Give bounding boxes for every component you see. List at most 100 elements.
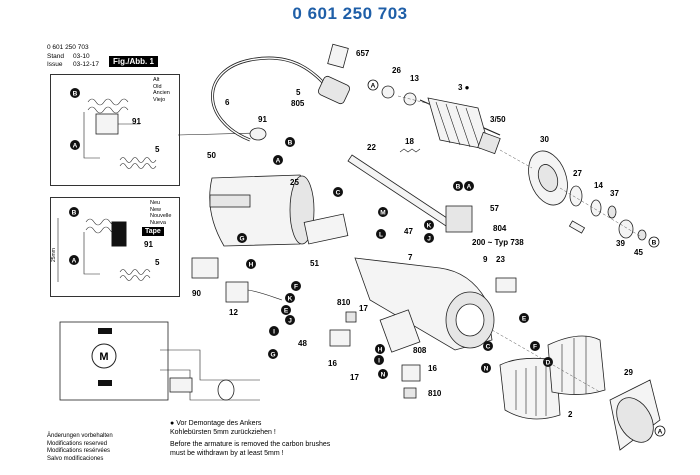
svg-text:E: E <box>522 316 527 323</box>
part-label-657: 657 <box>356 49 370 58</box>
part-label-51: 51 <box>310 259 319 268</box>
svg-text:A: A <box>371 83 376 90</box>
inset-old-drawing: 91 5 <box>83 98 160 169</box>
svg-text:M: M <box>99 351 108 363</box>
assembly-leader <box>491 329 601 393</box>
callout-J-left: J <box>285 315 295 325</box>
svg-text:A: A <box>276 158 281 165</box>
svg-text:M: M <box>380 210 385 217</box>
part-label-17-left: 17 <box>359 304 368 313</box>
svg-text:B: B <box>73 91 78 98</box>
callout-B-cable: B <box>285 137 295 147</box>
svg-text:G: G <box>239 236 244 243</box>
callout-B-inset-old: B <box>70 88 80 98</box>
cable-bracket <box>327 43 349 69</box>
switch-unit <box>303 213 349 245</box>
note-german: ● Vor Demontage des Ankers Kohlebürsten … <box>170 420 276 436</box>
part-label-805: 805 <box>291 99 305 108</box>
nut-45 <box>637 229 647 241</box>
part-label-16-right: 16 <box>428 364 437 373</box>
part-label-3: 3 ● <box>458 83 470 92</box>
svg-text:B: B <box>652 240 657 247</box>
inset-leader-line <box>177 132 259 136</box>
capacitor <box>191 257 219 279</box>
motor-schematic: M <box>59 321 260 401</box>
svg-text:L: L <box>379 232 383 239</box>
part-label-50: 50 <box>207 151 216 160</box>
callout-F-right: F <box>530 341 540 351</box>
motor-half-shell-right <box>547 335 606 395</box>
part-label-57: 57 <box>490 204 499 213</box>
part-label-3-50: 3/50 <box>490 115 506 124</box>
inset-old-5: 5 <box>155 145 160 154</box>
assembly-leader <box>559 187 641 237</box>
issue-value: 03-12-17 <box>73 61 100 68</box>
callout-A-brush: A <box>464 181 474 191</box>
ring-14 <box>590 199 602 217</box>
callout-G-top: G <box>237 233 247 243</box>
tape-label: Tape <box>142 227 164 236</box>
callout-B-brush: B <box>453 181 463 191</box>
part-label-9: 9 <box>483 255 488 264</box>
svg-text:I: I <box>273 329 275 336</box>
callout-D-right: D <box>543 357 553 367</box>
callout-A-bearing: A <box>367 79 379 91</box>
callout-C: C <box>333 187 343 197</box>
part-label-6: 6 <box>225 98 230 107</box>
part-label-17-right: 17 <box>350 373 359 382</box>
callout-A-inset-old: A <box>70 140 80 150</box>
svg-text:J: J <box>288 318 292 325</box>
inset-new-91: 91 <box>144 240 153 249</box>
callout-K-top: K <box>424 220 434 230</box>
terminal-16-left <box>329 329 351 347</box>
inset-new-drawing: 91 5 25mm <box>51 218 160 282</box>
stand-value: 03-10 <box>73 53 90 60</box>
figure-label: Fig./Abb. 1 <box>109 56 158 67</box>
stand-label: Stand <box>47 53 64 60</box>
svg-text:C: C <box>336 190 341 197</box>
callout-F-left: F <box>291 281 301 291</box>
svg-text:H: H <box>249 262 254 269</box>
part-label-14: 14 <box>594 181 603 190</box>
part-23-block <box>495 277 517 293</box>
bearing-26 <box>381 85 395 99</box>
ring-27 <box>569 185 583 207</box>
callout-N-right: N <box>481 363 491 373</box>
terminal-block-12 <box>225 281 249 303</box>
part-label-23: 23 <box>496 255 505 264</box>
svg-text:K: K <box>427 223 432 230</box>
part-label-5: 5 <box>296 88 301 97</box>
svg-text:A: A <box>658 429 663 436</box>
note-english: Before the armature is removed the carbo… <box>170 441 331 457</box>
part-label-90: 90 <box>192 289 201 298</box>
part-label-48: 48 <box>298 339 307 348</box>
inset-old-91: 91 <box>132 117 141 126</box>
callout-C-right: C <box>483 341 493 351</box>
terminal-810-left <box>345 311 357 323</box>
terminal-16-right <box>401 364 421 382</box>
screw-part <box>568 220 586 234</box>
brush-holder <box>445 205 473 233</box>
svg-text:D: D <box>546 360 551 367</box>
part-label-29: 29 <box>624 368 633 377</box>
part-label-22: 22 <box>367 143 376 152</box>
part-label-26: 26 <box>392 66 401 75</box>
part-label-45: 45 <box>634 248 643 257</box>
part-label-18: 18 <box>405 137 414 146</box>
part-label-808: 808 <box>413 346 427 355</box>
svg-text:B: B <box>72 210 77 217</box>
part-label-13: 13 <box>410 74 419 83</box>
part-label-30: 30 <box>540 135 549 144</box>
callout-G-left: G <box>268 349 278 359</box>
spring <box>399 148 421 153</box>
motor-half-shell-left <box>499 357 561 420</box>
svg-text:B: B <box>288 140 293 147</box>
svg-text:A: A <box>72 258 77 265</box>
svg-text:I: I <box>378 358 380 365</box>
svg-text:N: N <box>484 366 489 373</box>
part-label-39: 39 <box>616 239 625 248</box>
plate-808 <box>379 309 421 353</box>
